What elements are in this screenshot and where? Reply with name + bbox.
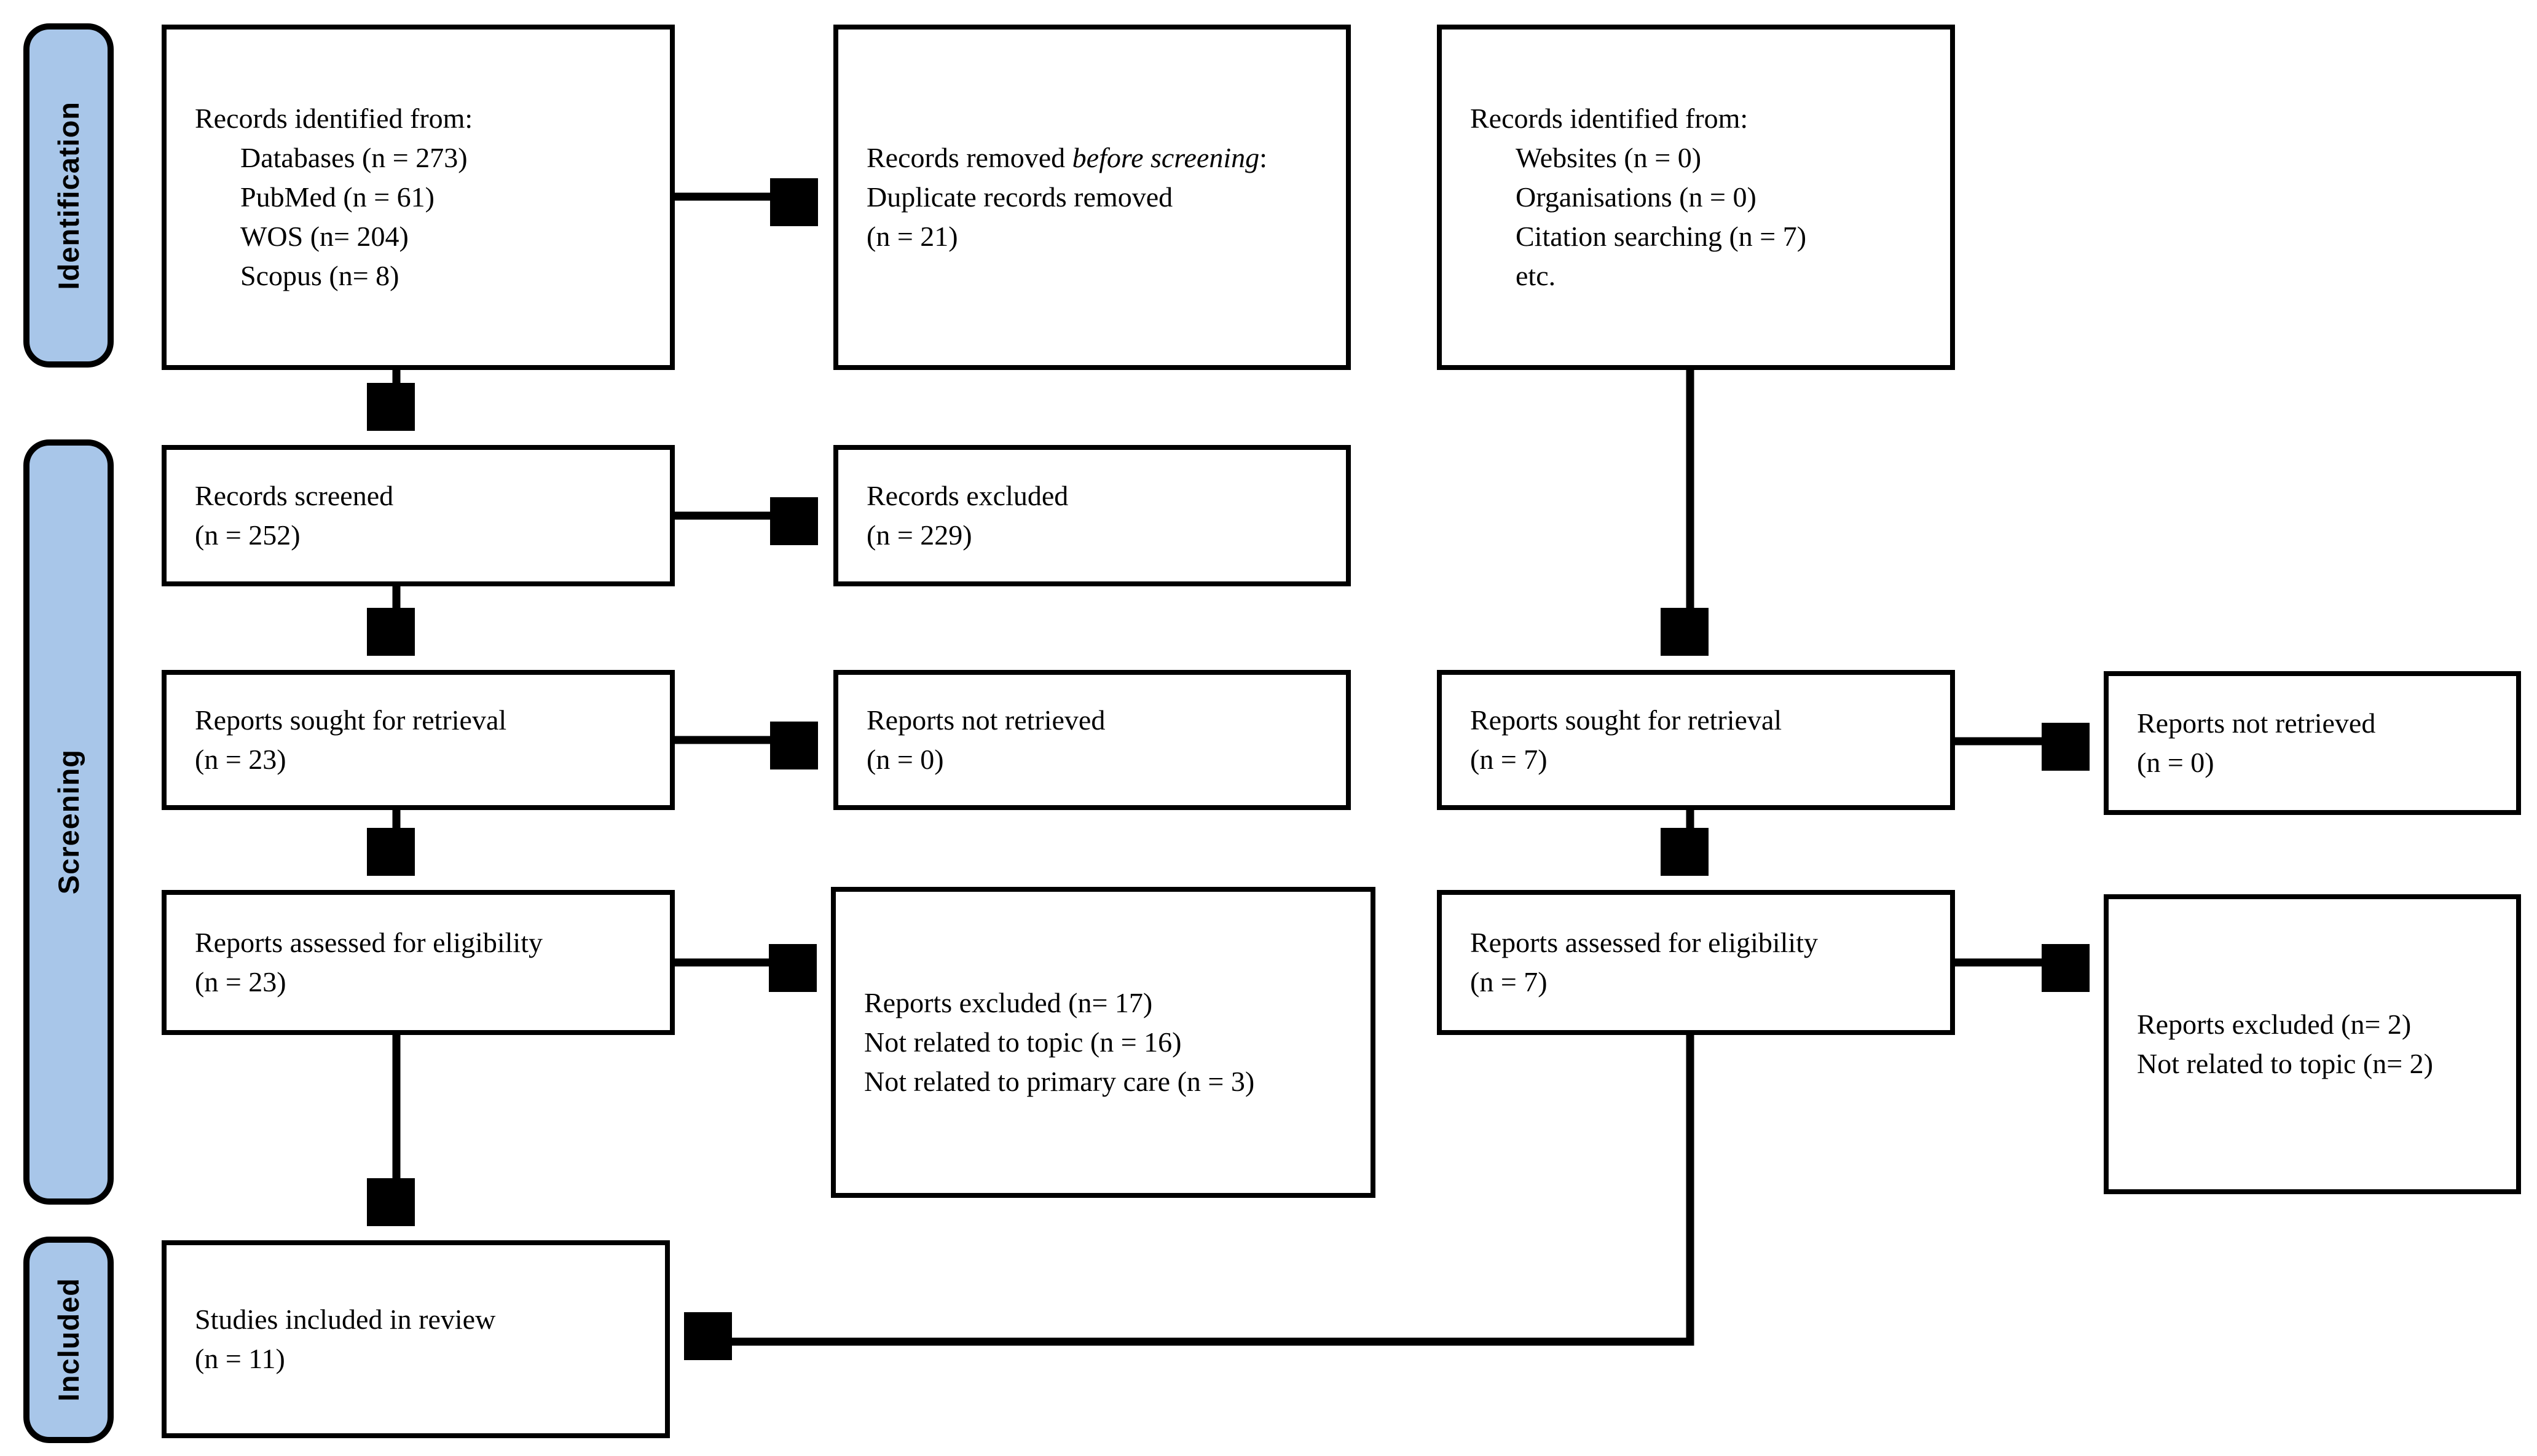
box-count: (n = 7)	[1470, 966, 1548, 998]
box-item: Websites (n = 0)	[1516, 142, 1702, 173]
stage-label-identification-text: Identification	[52, 101, 85, 290]
box-count: (n = 0)	[2137, 747, 2214, 778]
box-reports-not-retrieved-other: Reports not retrieved (n = 0)	[2104, 671, 2521, 815]
box-item: Scopus (n= 8)	[240, 260, 399, 291]
box-records-identified-databases: Records identified from: Databases (n = …	[162, 25, 675, 370]
box-reason: Not related to primary care (n = 3)	[864, 1066, 1255, 1097]
box-count: (n = 252)	[195, 519, 301, 551]
records-removed-suffix: :	[1259, 142, 1267, 173]
box-records-screened: Records screened (n = 252)	[162, 445, 675, 586]
box-reports-not-retrieved-databases: Reports not retrieved (n = 0)	[833, 670, 1351, 810]
box-item: Organisations (n = 0)	[1516, 181, 1756, 213]
box-studies-included: Studies included in review (n = 11)	[162, 1240, 670, 1438]
box-title: Reports not retrieved	[2137, 707, 2376, 739]
box-reports-sought-other: Reports sought for retrieval (n = 7)	[1437, 670, 1955, 810]
box-title: Reports excluded (n= 17)	[864, 987, 1153, 1018]
records-removed-prefix: Records removed	[867, 142, 1072, 173]
box-item: Databases (n = 273)	[240, 142, 468, 173]
box-count: (n = 23)	[195, 744, 286, 775]
box-reports-assessed-other: Reports assessed for eligibility (n = 7)	[1437, 890, 1955, 1035]
box-reports-sought-databases: Reports sought for retrieval (n = 23)	[162, 670, 675, 810]
box-item: etc.	[1516, 260, 1556, 291]
box-reason: Not related to topic (n= 2)	[2137, 1048, 2433, 1079]
box-item: Citation searching (n = 7)	[1516, 221, 1807, 252]
box-item: WOS (n= 204)	[240, 221, 409, 252]
box-title: Reports sought for retrieval	[195, 704, 507, 736]
records-removed-italic: before screening	[1072, 142, 1260, 173]
box-records-excluded: Records excluded (n = 229)	[833, 445, 1351, 586]
box-title: Records screened	[195, 480, 394, 511]
box-title: Reports assessed for eligibility	[195, 927, 543, 958]
box-title: Records excluded	[867, 480, 1069, 511]
box-title: Reports sought for retrieval	[1470, 704, 1782, 736]
box-title: Reports assessed for eligibility	[1470, 927, 1818, 958]
box-title: Records identified from:	[195, 103, 473, 134]
box-count: (n = 7)	[1470, 744, 1548, 775]
stage-label-screening: Screening	[23, 439, 114, 1205]
box-title: Studies included in review	[195, 1304, 496, 1335]
box-subtitle: Duplicate records removed	[867, 181, 1173, 213]
box-title: Records removed before screening:	[867, 138, 1267, 178]
stage-label-included-text: Included	[52, 1278, 85, 1402]
box-title: Reports excluded (n= 2)	[2137, 1009, 2412, 1040]
box-count: (n = 23)	[195, 966, 286, 998]
box-reports-excluded-other: Reports excluded (n= 2) Not related to t…	[2104, 894, 2521, 1194]
box-count: (n = 21)	[867, 221, 958, 252]
box-item: PubMed (n = 61)	[240, 181, 435, 213]
box-reports-excluded-databases: Reports excluded (n= 17) Not related to …	[831, 887, 1375, 1198]
box-count: (n = 11)	[195, 1343, 285, 1374]
box-reports-assessed-databases: Reports assessed for eligibility (n = 23…	[162, 890, 675, 1035]
box-count: (n = 229)	[867, 519, 972, 551]
box-records-removed: Records removed before screening: Duplic…	[833, 25, 1351, 370]
box-count: (n = 0)	[867, 744, 944, 775]
box-records-identified-other: Records identified from: Websites (n = 0…	[1437, 25, 1955, 370]
box-title: Reports not retrieved	[867, 704, 1106, 736]
box-reason: Not related to topic (n = 16)	[864, 1026, 1182, 1058]
stage-label-included: Included	[23, 1237, 114, 1443]
stage-label-screening-text: Screening	[52, 749, 85, 895]
stage-label-identification: Identification	[23, 23, 114, 368]
box-title: Records identified from:	[1470, 103, 1748, 134]
